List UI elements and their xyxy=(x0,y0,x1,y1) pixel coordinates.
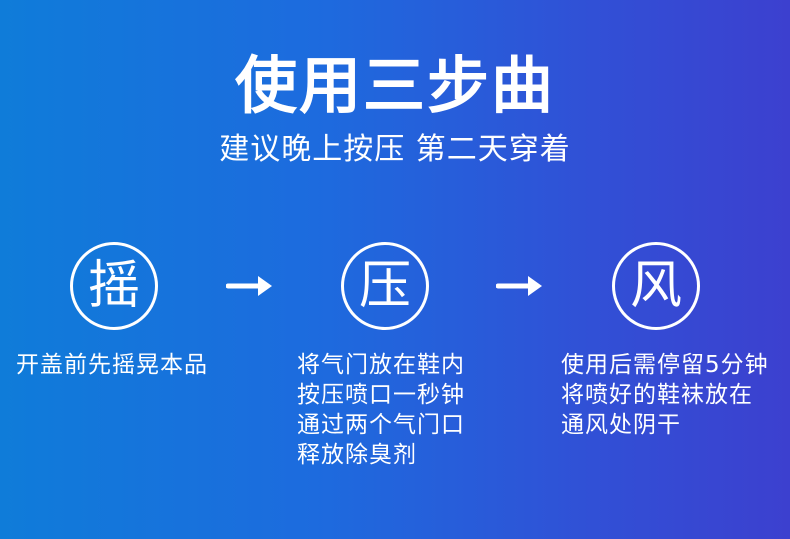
step-3-circle: 风 xyxy=(612,242,700,330)
step-2-circle: 压 xyxy=(341,242,429,330)
step-3-description: 使用后需停留5分钟 将喷好的鞋袜放在 通风处阴干 xyxy=(561,350,769,440)
step-2-line-2: 按压喷口一秒钟 xyxy=(297,382,465,408)
step-1-description: 开盖前先摇晃本品 xyxy=(16,350,208,380)
step-2-description: 将气门放在鞋内 按压喷口一秒钟 通过两个气门口 释放除臭剂 xyxy=(297,350,465,470)
step-1-line-1: 开盖前先摇晃本品 xyxy=(16,352,208,378)
step-2-line-4: 释放除臭剂 xyxy=(297,442,417,468)
step-3-line-3: 通风处阴干 xyxy=(561,412,681,438)
step-1-glyph: 摇 xyxy=(87,256,140,316)
step-2-line-3: 通过两个气门口 xyxy=(297,412,465,438)
page-subtitle: 建议晚上按压 第二天穿着 xyxy=(219,132,571,167)
step-3-line-2: 将喷好的鞋袜放在 xyxy=(561,382,753,408)
step-2-glyph: 压 xyxy=(358,256,411,316)
step-3-line-1: 使用后需停留5分钟 xyxy=(561,352,769,378)
right-arrow-icon xyxy=(496,276,542,296)
step-1-circle: 摇 xyxy=(70,242,158,330)
right-arrow-icon xyxy=(226,276,272,296)
step-3-glyph: 风 xyxy=(629,256,682,316)
step-2-line-1: 将气门放在鞋内 xyxy=(297,352,465,378)
page-title: 使用三步曲 xyxy=(234,49,555,122)
